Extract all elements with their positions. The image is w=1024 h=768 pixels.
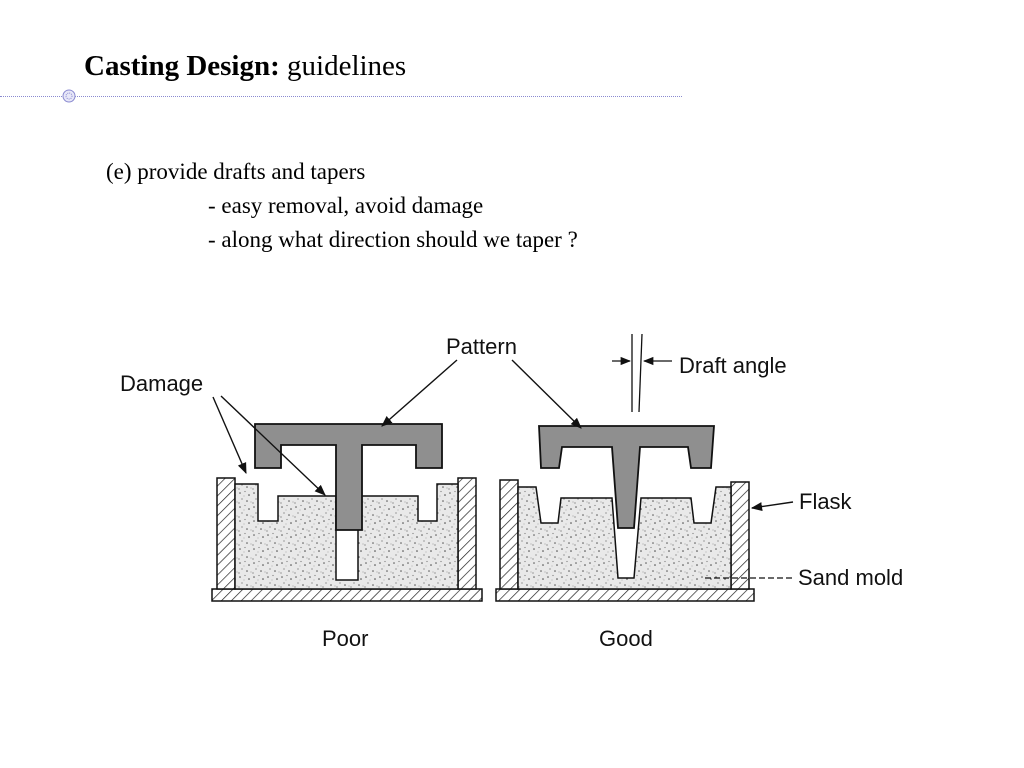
good-flask-left-wall (499, 479, 519, 590)
title-divider (0, 96, 682, 97)
label-sand-mold: Sand mold (798, 565, 903, 590)
label-damage: Damage (120, 371, 203, 396)
label-flask: Flask (799, 489, 853, 514)
label-pattern: Pattern (446, 334, 517, 359)
good-flask-right-wall (730, 481, 750, 590)
figure-labels: Pattern Damage Draft angle Flask Sand mo… (120, 334, 903, 651)
good-sand-mold (517, 486, 732, 590)
damage-leader-2 (220, 395, 326, 496)
pattern-leader-poor (381, 359, 458, 427)
poor-flask-right-wall (457, 477, 477, 590)
flask-leader (750, 501, 794, 511)
pattern-leader-good (511, 359, 582, 429)
bullet-item: - along what direction should we taper ? (208, 227, 578, 252)
label-poor: Poor (322, 626, 368, 651)
label-draft-angle: Draft angle (679, 353, 787, 378)
bullet-item: - easy removal, avoid damage (208, 193, 484, 218)
draft-angle-indicator (612, 333, 672, 413)
slide-title: Casting Design: guidelines (84, 48, 406, 84)
poor-pattern (254, 423, 443, 531)
good-mold-assembly (495, 425, 755, 602)
label-good: Good (599, 626, 653, 651)
title-bold: Casting Design: (84, 50, 280, 82)
good-base-plate (495, 588, 755, 602)
poor-mold-assembly (211, 423, 483, 602)
title-normal: guidelines (287, 50, 407, 82)
damage-leader-1 (212, 396, 247, 475)
poor-base-plate (211, 588, 483, 602)
poor-flask-left-wall (216, 477, 236, 590)
divider-ornament-icon (62, 89, 76, 103)
content-heading: (e) provide drafts and tapers (106, 159, 366, 184)
good-pattern (538, 425, 715, 529)
poor-sand-mold (234, 483, 459, 590)
leader-lines (212, 359, 794, 579)
